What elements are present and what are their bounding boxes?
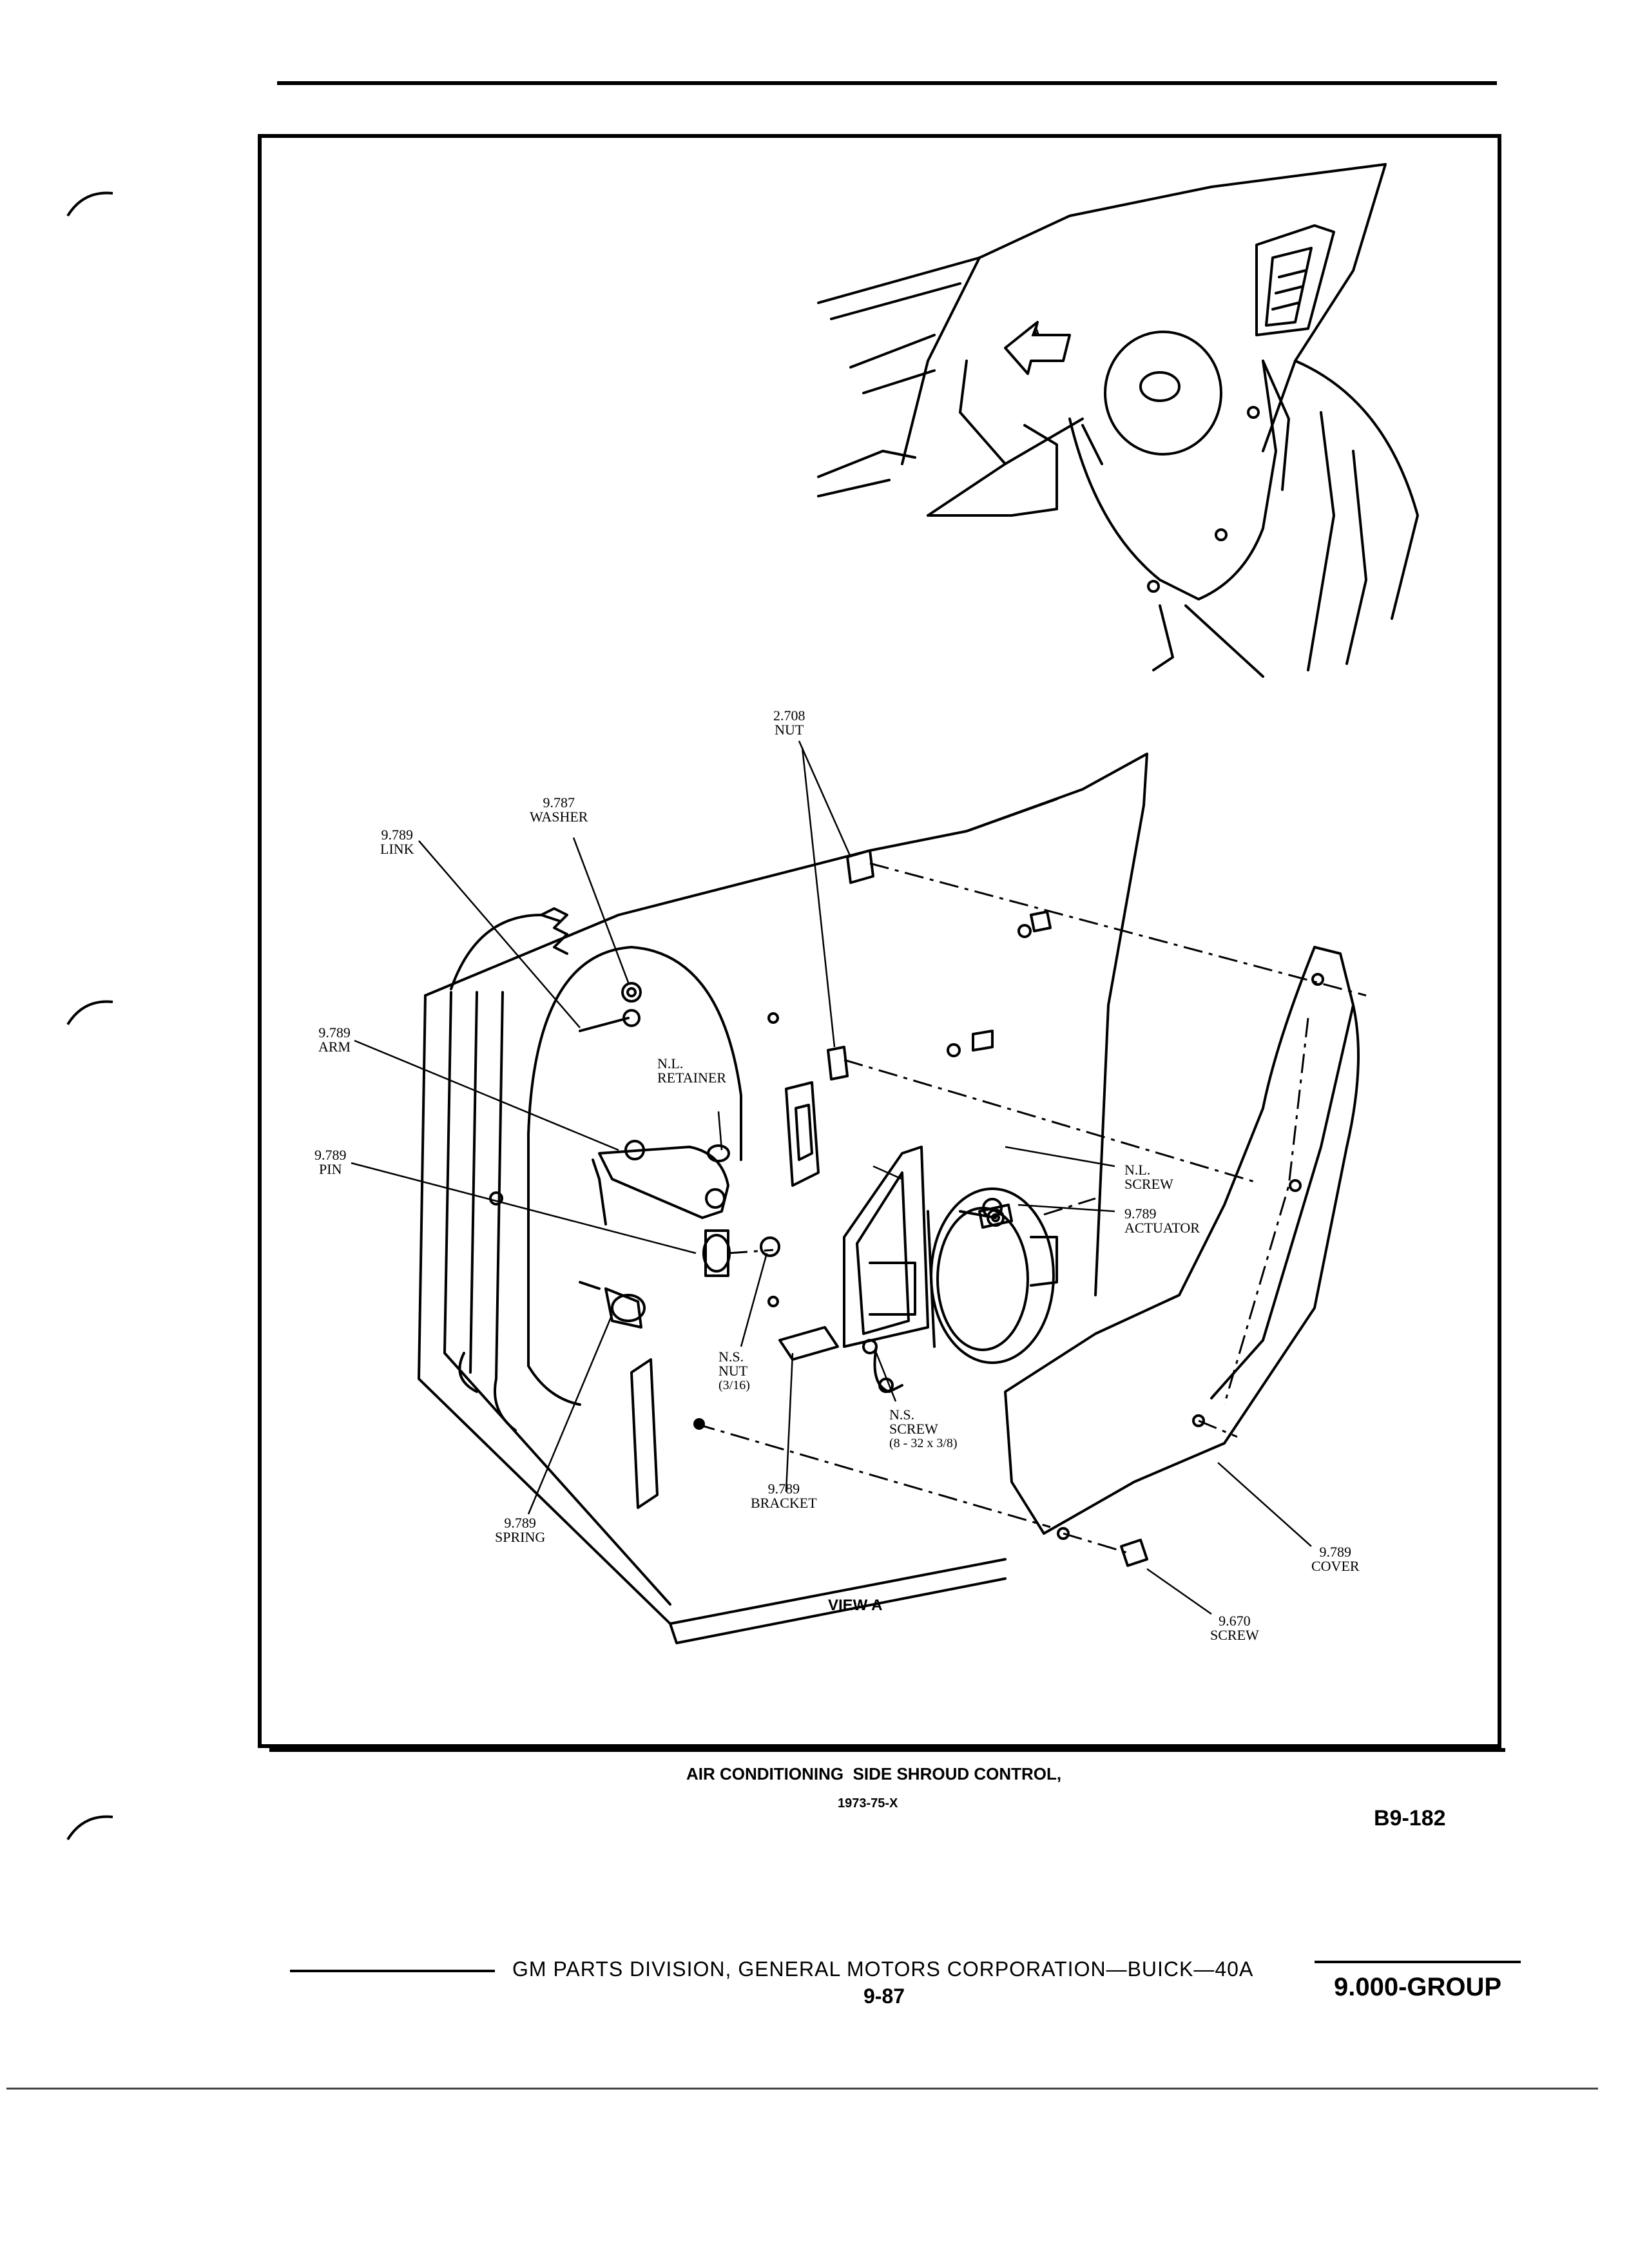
binder-mark-3	[66, 1815, 113, 1841]
figure-id: B9-182	[1374, 1806, 1446, 1831]
cover-piece	[1004, 946, 1360, 1567]
footer-rule-right	[1315, 1961, 1521, 1963]
figure-years: 1973-75-X	[838, 1796, 898, 1811]
callout-retainer: N.L.RETAINER	[657, 1055, 727, 1086]
binder-mark-1	[66, 191, 113, 217]
footer-page-number: 9-87	[863, 1984, 905, 2008]
figure-frame	[258, 134, 1501, 1748]
top-rule	[277, 81, 1497, 85]
shroud-panel	[418, 753, 1148, 1644]
view-label: VIEW A	[828, 1597, 883, 1614]
actuator-assembly	[778, 1146, 1058, 1393]
bottom-rule	[6, 2088, 1598, 2090]
footer-group: 9.000-GROUP	[1334, 1973, 1502, 2001]
figure-title: AIR CONDITIONING SIDE SHROUD CONTROL,	[686, 1764, 1062, 1783]
figure-frame-shadow	[269, 1748, 1505, 1752]
callout-ns-nut: N.S.NUT(3/16)	[718, 1349, 750, 1393]
callout-ns-screw: N.S.SCREW(8 - 32 x 3/8)	[889, 1407, 958, 1451]
inset-dashboard	[817, 163, 1419, 678]
footer-rule-left	[290, 1970, 495, 1972]
detail-arrow-letter: A	[1031, 325, 1041, 340]
callout-nl-screw: N.L.SCREW	[1124, 1162, 1173, 1192]
binder-mark-2	[66, 1000, 113, 1026]
link-arm-assembly	[540, 907, 780, 1329]
footer-publisher: GM PARTS DIVISION, GENERAL MOTORS CORPOR…	[512, 1957, 1254, 1981]
